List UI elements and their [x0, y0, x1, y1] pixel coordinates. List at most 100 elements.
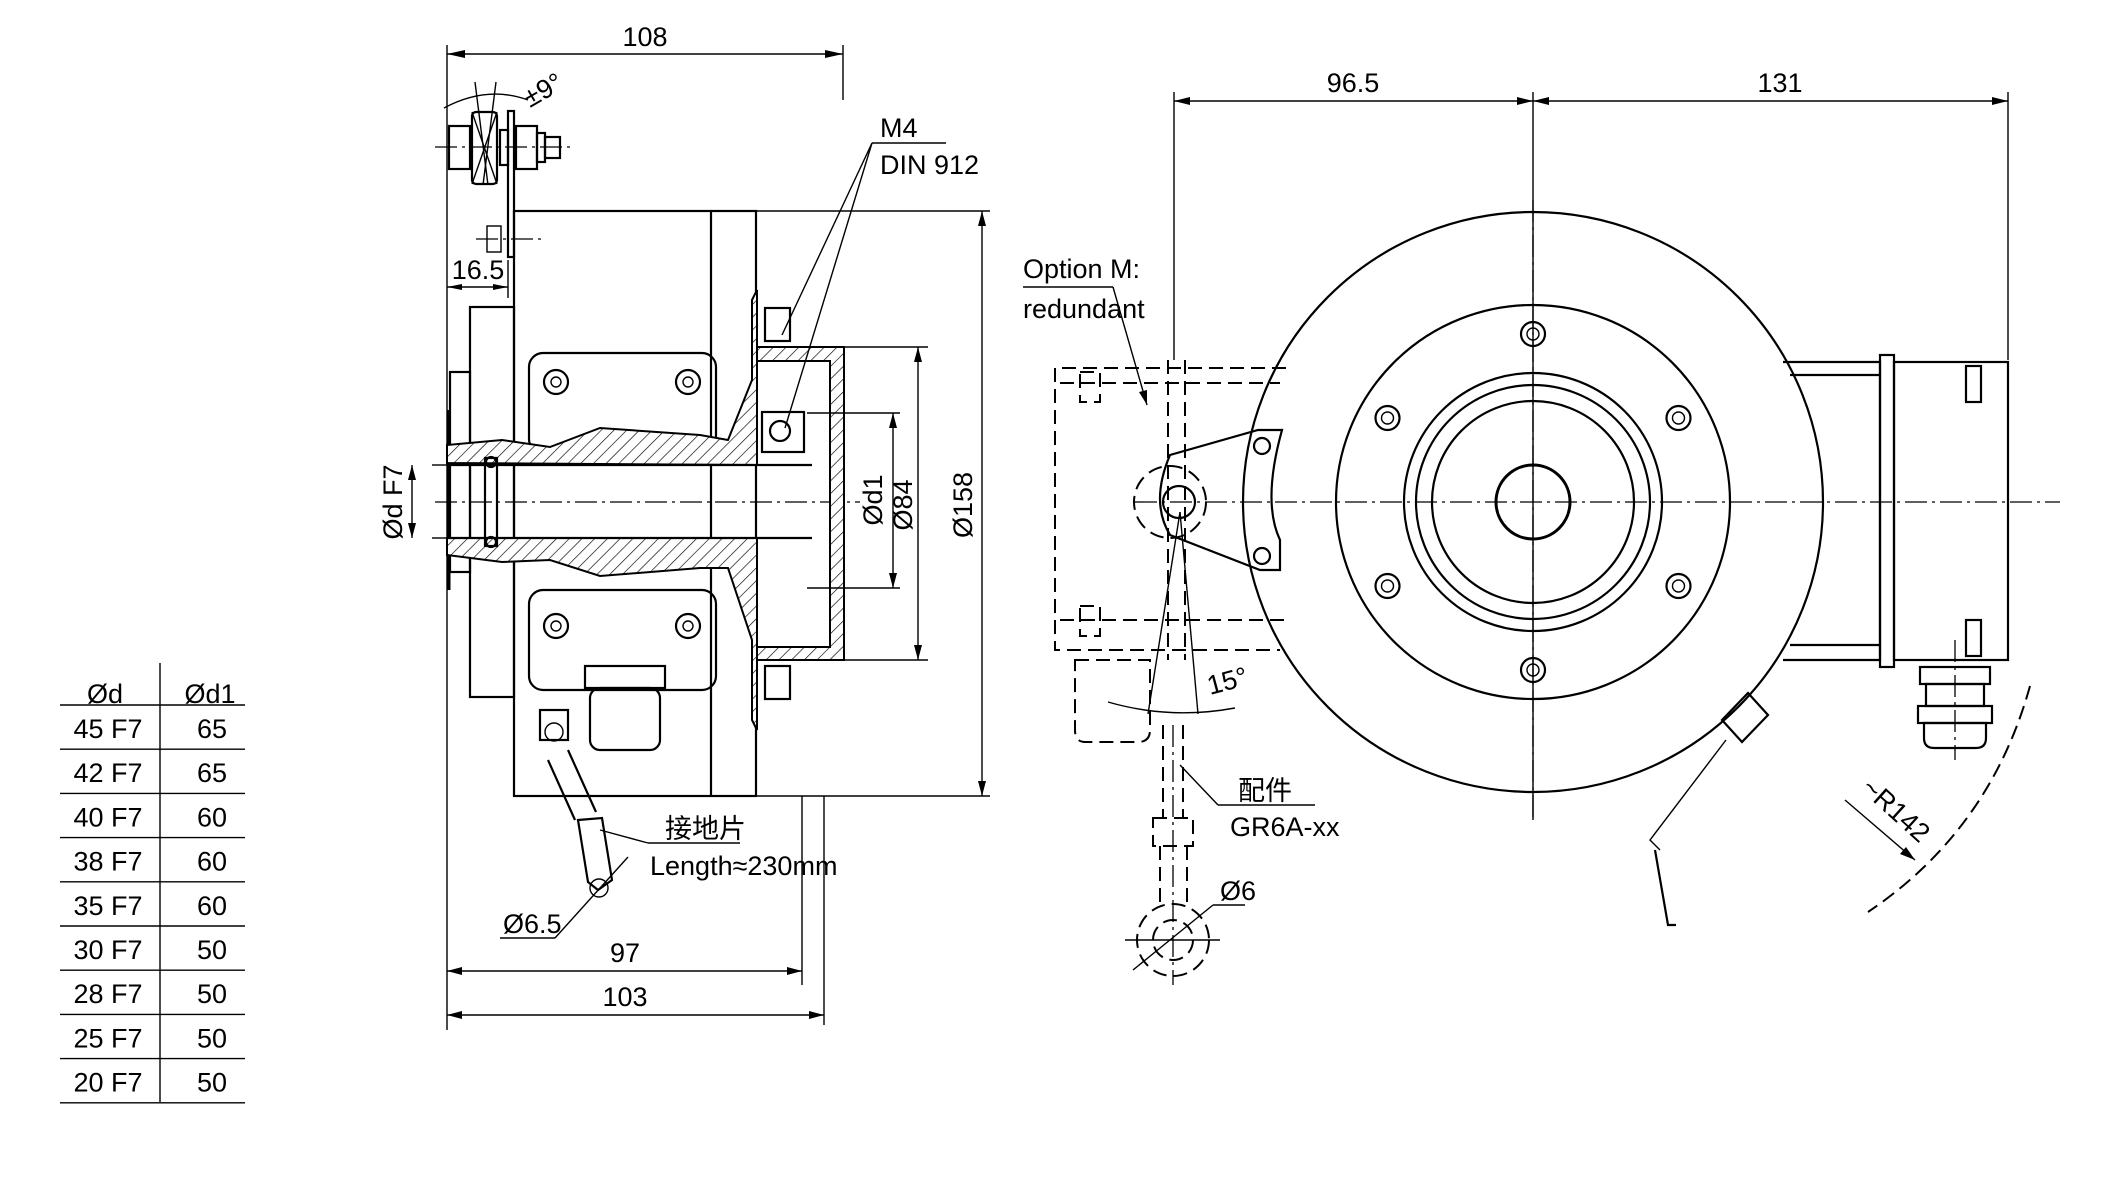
leader-line: [1132, 904, 1214, 971]
screw-head: [550, 376, 562, 388]
arrow-icon: [1174, 97, 1190, 105]
front-view: 96.5 131: [1023, 68, 2060, 985]
dim-131: 131: [1757, 68, 1802, 98]
connector-box: [1892, 360, 2010, 662]
arrow-icon: [493, 284, 508, 290]
option-m-line1: Option M:: [1023, 254, 1140, 284]
accessory-label: 配件: [1238, 776, 1292, 806]
ground-strap-lug: [1653, 849, 1676, 927]
table-header-d: Ød: [87, 679, 123, 709]
dim-103: 103: [602, 982, 647, 1012]
m4-screw: [763, 664, 792, 701]
angle-tolerance: ±9°: [518, 67, 568, 113]
hole-dia-label: Ø6.5: [503, 909, 562, 939]
table-cell-d1: 50: [197, 935, 227, 965]
hidden-outline: [1054, 367, 1286, 651]
screw-callout-standard: DIN 912: [880, 150, 979, 180]
bolt-hole-inner: [1526, 327, 1540, 341]
angle-leg: [1147, 511, 1181, 715]
table-cell-d: 40 F7: [73, 802, 142, 832]
bolt-hole-icon: [1519, 656, 1547, 684]
arrow-icon: [889, 413, 897, 428]
bolt-hole-icon: [1665, 404, 1692, 432]
cable-gland-body: [588, 686, 662, 752]
hollow-shaft-section-top: [446, 289, 758, 467]
connector-flange: [1878, 353, 1896, 669]
bolt-hole-inner: [1671, 579, 1686, 593]
angle-leg: [1179, 511, 1199, 715]
arrow-icon: [447, 1011, 462, 1019]
arrow-icon: [914, 645, 922, 660]
dia-84-label: Ø84: [888, 479, 918, 530]
lug-hole: [589, 878, 609, 898]
arrow-icon: [408, 465, 416, 480]
m4-screw: [760, 410, 806, 454]
dim-96-5: 96.5: [1327, 68, 1380, 98]
arrow-icon: [447, 50, 465, 58]
bolt-hole-icon: [1374, 572, 1401, 600]
bolt-circle: [1374, 320, 1692, 684]
ground-strap-length: Length≈230mm: [650, 851, 837, 881]
cover-bottom: [527, 588, 718, 692]
angle-arc: [1107, 701, 1236, 714]
table-cell-d1: 65: [197, 758, 227, 788]
arrow-icon: [914, 347, 922, 362]
angle-label: 15°: [1204, 661, 1251, 701]
table-cell-d: 42 F7: [73, 758, 142, 788]
accessory-part: GR6A-xx: [1230, 812, 1340, 842]
table-cell-d: 28 F7: [73, 979, 142, 1009]
connector-neck: [1783, 360, 1882, 662]
table-cell-d: 30 F7: [73, 935, 142, 965]
table-cell-d: 45 F7: [73, 714, 142, 744]
leader-line: [781, 142, 873, 336]
arrow-icon: [1139, 390, 1147, 405]
m4-screw: [763, 306, 792, 343]
arrow-icon: [1533, 97, 1549, 105]
option-m-redundant-outline: [1054, 360, 1286, 743]
strap-bolt: [544, 722, 564, 742]
radius-leader: [1844, 799, 1916, 861]
dia-d1-label: Ød1: [858, 474, 888, 525]
arrow-icon: [408, 523, 416, 538]
arrow-icon: [978, 781, 986, 796]
arrow-icon: [889, 573, 897, 588]
arrow-icon: [809, 1011, 824, 1019]
option-m-line2: redundant: [1023, 294, 1145, 324]
screw-icon: [542, 368, 570, 396]
end-cap-section: [756, 346, 845, 661]
table-cell-d: 35 F7: [73, 891, 142, 921]
dia-158-label: Ø158: [948, 472, 978, 538]
bolt-hole-icon: [1374, 404, 1401, 432]
table-cell-d: 38 F7: [73, 847, 142, 877]
screw-icon: [1252, 436, 1272, 456]
bore-dia-label: Ød F7: [378, 464, 408, 539]
ground-strap: [538, 708, 614, 898]
connector-housing: [1783, 353, 2010, 760]
torque-arm-plate: [1158, 428, 1284, 572]
side-view: 108 ±9° 16.5: [378, 22, 990, 1030]
leader-line: [1112, 286, 1148, 406]
table-cell-d1: 60: [197, 891, 227, 921]
screw-callout-size: M4: [880, 113, 918, 143]
table-cell-d1: 50: [197, 979, 227, 1009]
arrow-icon: [447, 284, 462, 290]
strap-lug: [576, 816, 614, 892]
cable-gland: [583, 664, 667, 690]
strap-clamp: [1720, 691, 1770, 744]
table-cell-d1: 65: [197, 714, 227, 744]
screw-head: [550, 620, 562, 632]
ground-strap-label: 接地片: [665, 814, 746, 844]
arrow-icon: [447, 967, 462, 975]
hollow-shaft-section-bottom: [446, 537, 758, 731]
bolt-hole-icon: [1665, 572, 1692, 600]
screw-icon: [1252, 546, 1272, 566]
screw-icon: [542, 612, 570, 640]
arrow-icon: [978, 211, 986, 226]
housing-body: [512, 209, 758, 798]
strap: [546, 749, 598, 821]
torque-arm: [1133, 428, 1284, 572]
connector-tab: [1964, 364, 1983, 404]
